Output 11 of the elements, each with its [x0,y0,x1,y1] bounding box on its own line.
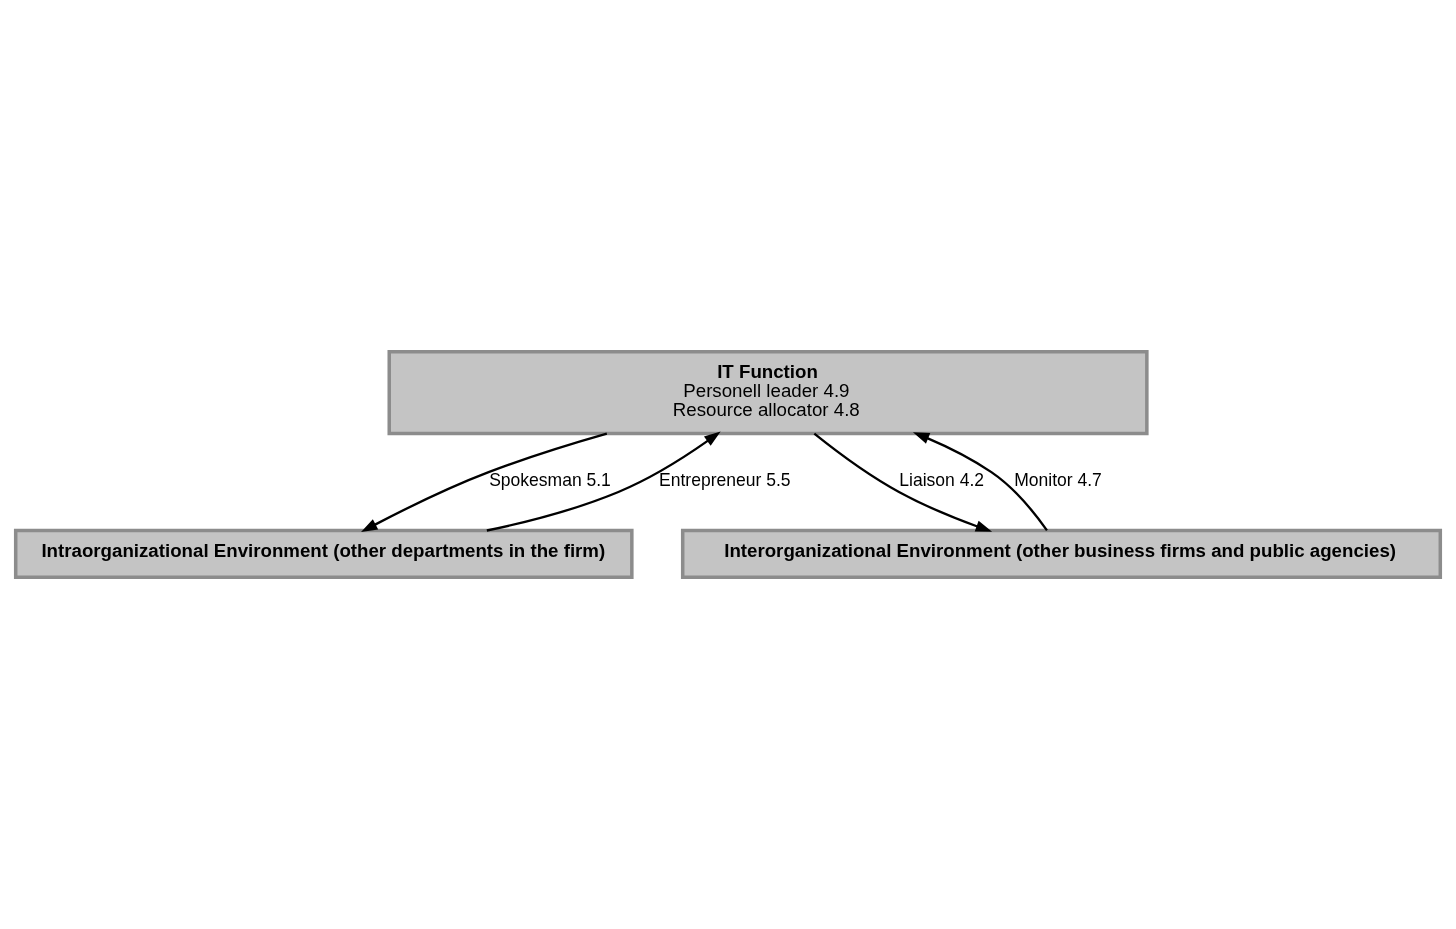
edge-label: Spokesman 5.1 [489,470,611,491]
node-box: Intraorganizational Environment (other departments in the firm) [13,528,634,580]
arrow [486,431,721,532]
edge-label: Entrepreneur 5.5 [659,470,791,491]
arrow [912,432,1048,532]
node-box: IT Function Personell leader 4.9 Resource allocator 4.8 [387,349,1149,436]
node-box: Interorganizational Environment (other business firms and public agencies) [680,528,1443,580]
arrow [361,432,608,533]
arrow [813,432,993,532]
edge-label: Monitor 4.7 [1014,470,1102,491]
edge-label: Liaison 4.2 [899,470,985,491]
